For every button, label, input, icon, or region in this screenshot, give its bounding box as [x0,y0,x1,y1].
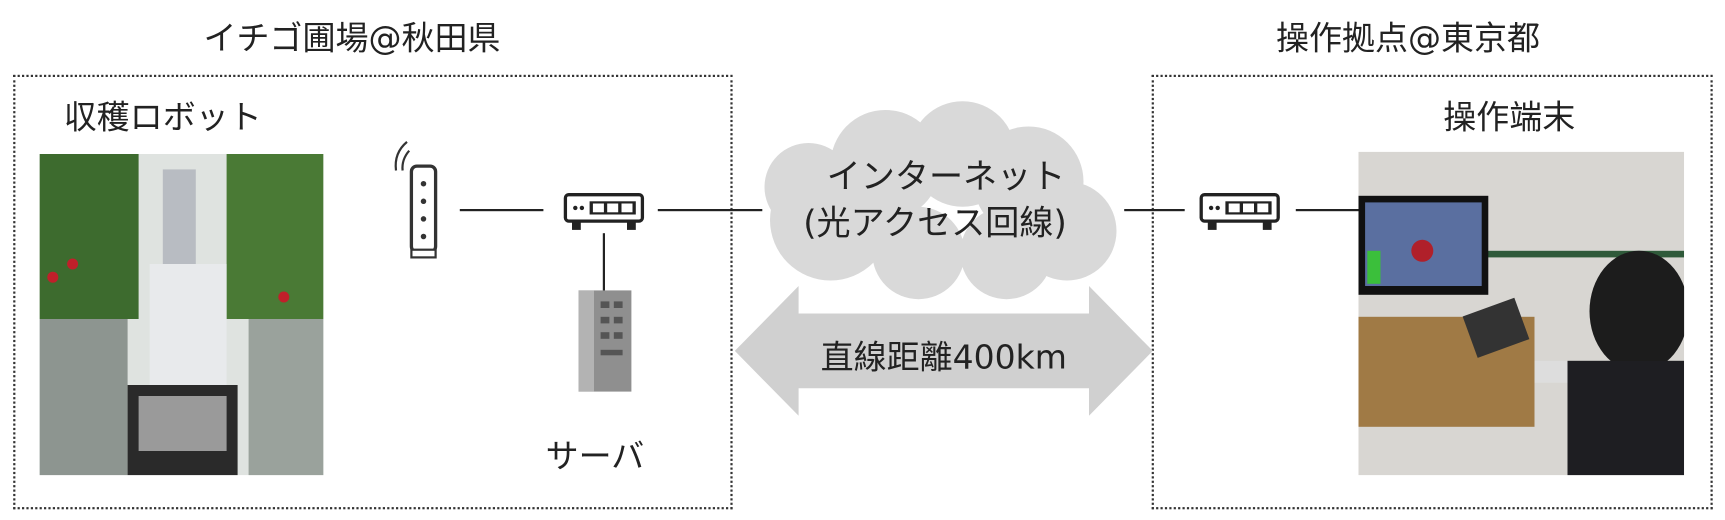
network-switch-icon [563,193,645,230]
link-router-switch [459,209,544,212]
distance-label: 直線距離400km [820,338,1067,378]
distance-double-arrow-icon [734,286,1153,416]
wifi-router-icon [394,141,438,259]
operator-terminal-photo [1358,151,1685,476]
server-icon [578,290,632,392]
terminal-label: 操作端末 [1443,99,1576,138]
farm-site-title: イチゴ圃場@秋田県 [203,19,501,59]
internet-cloud-icon [764,101,1117,300]
farm-site-box [13,74,733,510]
robot-label: 収穫ロボット [63,99,262,138]
link-internet-switch [1124,209,1185,212]
link-switch-terminal [1295,209,1360,212]
internet-label: インターネット [826,157,1066,197]
network-switch-icon [1199,193,1280,230]
operator-site-title: 操作拠点@東京都 [1276,19,1540,59]
operator-site-box [1151,74,1713,510]
fiber-access-label: (光アクセス回線) [803,203,1067,244]
link-switch-server [602,233,605,294]
link-switch-internet [657,209,763,212]
server-label: サーバ [545,437,645,477]
robot-photo [39,154,324,476]
